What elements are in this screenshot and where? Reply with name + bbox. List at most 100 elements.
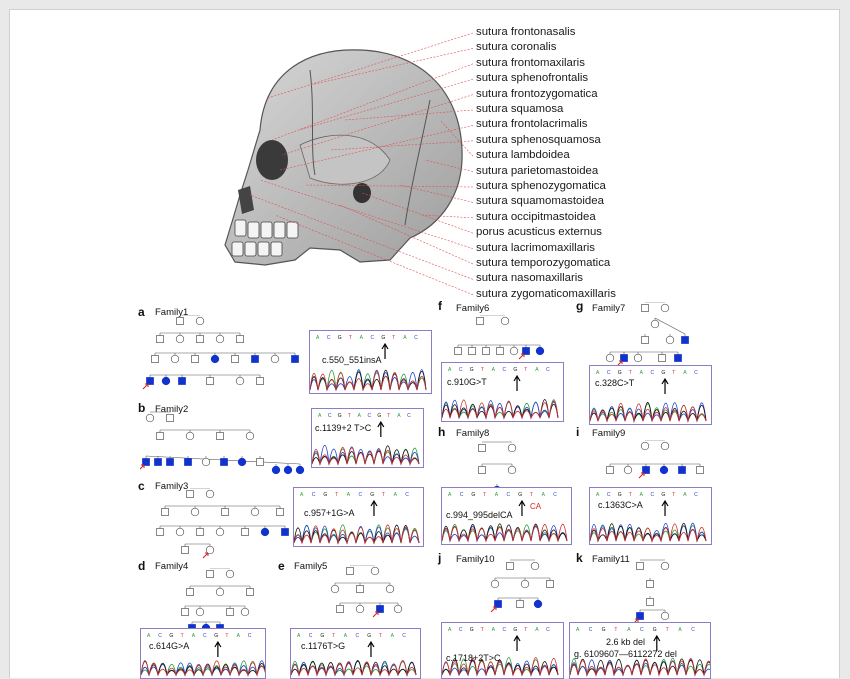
- svg-text:C: C: [694, 492, 698, 498]
- mutation-label-d: c.614G>A: [149, 641, 190, 651]
- svg-text:A: A: [344, 633, 348, 639]
- svg-text:T: T: [483, 492, 486, 498]
- svg-text:T: T: [382, 492, 385, 498]
- svg-text:A: A: [683, 492, 687, 498]
- panel-letter-c: c: [138, 479, 145, 493]
- suture-leader-line: [304, 184, 474, 188]
- svg-text:A: A: [627, 627, 631, 633]
- family-label-d: Family4: [155, 561, 189, 572]
- svg-text:A: A: [495, 492, 499, 498]
- mutation-label-f: c.910G>T: [447, 377, 487, 387]
- suture-leader-line: [439, 119, 474, 157]
- svg-text:T: T: [349, 335, 352, 341]
- svg-text:A: A: [678, 627, 682, 633]
- panel-letter-k: k: [576, 551, 583, 565]
- panel-letter-h: h: [438, 425, 446, 439]
- svg-text:G: G: [513, 627, 517, 633]
- svg-text:C: C: [546, 627, 550, 633]
- pedigree-a: [142, 315, 299, 390]
- svg-text:T: T: [524, 367, 527, 373]
- suture-leader-line: [419, 214, 474, 219]
- svg-text:A: A: [347, 492, 351, 498]
- panel-letter-g: g: [576, 299, 584, 313]
- suture-label: sutura sphenozygomatica: [476, 180, 606, 192]
- svg-text:C: C: [507, 492, 511, 498]
- svg-text:G: G: [653, 627, 657, 633]
- mutation-label-h: c.994_995delCA: [446, 510, 513, 520]
- panel-letter-d: d: [138, 559, 146, 573]
- family-label-f: Family6: [456, 303, 490, 314]
- deleted-bases-mark: CA: [530, 502, 542, 511]
- pedigree-f: [454, 315, 545, 360]
- svg-text:C: C: [309, 633, 313, 639]
- family-label-g: Family7: [592, 303, 626, 314]
- svg-text:C: C: [312, 492, 316, 498]
- svg-text:A: A: [394, 492, 398, 498]
- svg-text:G: G: [471, 492, 475, 498]
- svg-text:G: G: [661, 370, 665, 376]
- suture-label: sutura temporozygomatica: [476, 257, 611, 269]
- svg-text:A: A: [297, 633, 301, 639]
- svg-text:C: C: [356, 633, 360, 639]
- suture-label: sutura frontozygomatica: [476, 87, 598, 100]
- svg-text:A: A: [237, 633, 241, 639]
- svg-text:C: C: [607, 492, 611, 498]
- family-label-j: Family10: [456, 554, 495, 565]
- pedigree-i: [606, 440, 704, 479]
- svg-text:T: T: [481, 367, 484, 373]
- figure-panel: sutura frontonasalis sutura coronalis sutu…: [9, 9, 840, 679]
- suture-label: sutura frontolacrimalis: [476, 118, 588, 131]
- svg-text:C: C: [158, 633, 162, 639]
- family-label-c: Family3: [155, 481, 189, 492]
- svg-text:A: A: [596, 370, 600, 376]
- panel-letter-j: j: [438, 551, 442, 565]
- suture-label: sutura coronalis: [476, 41, 557, 54]
- svg-text:C: C: [640, 627, 644, 633]
- svg-text:T: T: [614, 627, 617, 633]
- svg-text:A: A: [640, 370, 644, 376]
- svg-text:A: A: [448, 367, 452, 373]
- mutation-label-b: c.1139+2 T>C: [315, 423, 372, 433]
- mutation-label-k: 2.6 kb del: [606, 637, 646, 647]
- svg-text:A: A: [492, 627, 496, 633]
- svg-text:G: G: [618, 370, 622, 376]
- family-label-a: Family1: [155, 307, 189, 318]
- suture-label: sutura lambdoidea: [476, 149, 570, 162]
- svg-text:G: G: [470, 367, 474, 373]
- svg-text:A: A: [397, 413, 401, 419]
- family-label-h: Family8: [456, 428, 490, 439]
- svg-text:T: T: [392, 335, 395, 341]
- svg-text:G: G: [602, 627, 606, 633]
- suture-label: sutura frontonasalis: [476, 26, 576, 38]
- svg-text:A: A: [391, 633, 395, 639]
- svg-text:G: G: [618, 492, 622, 498]
- svg-text:A: A: [403, 335, 407, 341]
- svg-text:C: C: [553, 492, 557, 498]
- svg-text:A: A: [448, 627, 452, 633]
- panel-letter-i: i: [576, 425, 580, 439]
- svg-text:G: G: [367, 633, 371, 639]
- svg-text:C: C: [371, 335, 375, 341]
- svg-text:G: G: [323, 492, 327, 498]
- suture-leader-line: [249, 194, 474, 280]
- family-label-i: Family9: [592, 428, 626, 439]
- suture-leader-line: [259, 179, 474, 249]
- suture-leader-line: [271, 63, 474, 141]
- mutation-label-i: c.1363C>A: [598, 500, 643, 510]
- svg-text:T: T: [672, 370, 675, 376]
- svg-text:T: T: [629, 492, 632, 498]
- suture-leader-line: [329, 140, 474, 151]
- svg-text:G: G: [338, 413, 342, 419]
- svg-text:C: C: [694, 370, 698, 376]
- svg-text:A: A: [542, 492, 546, 498]
- svg-text:C: C: [405, 492, 409, 498]
- svg-text:C: C: [546, 367, 550, 373]
- svg-text:A: A: [535, 627, 539, 633]
- svg-text:G: G: [661, 492, 665, 498]
